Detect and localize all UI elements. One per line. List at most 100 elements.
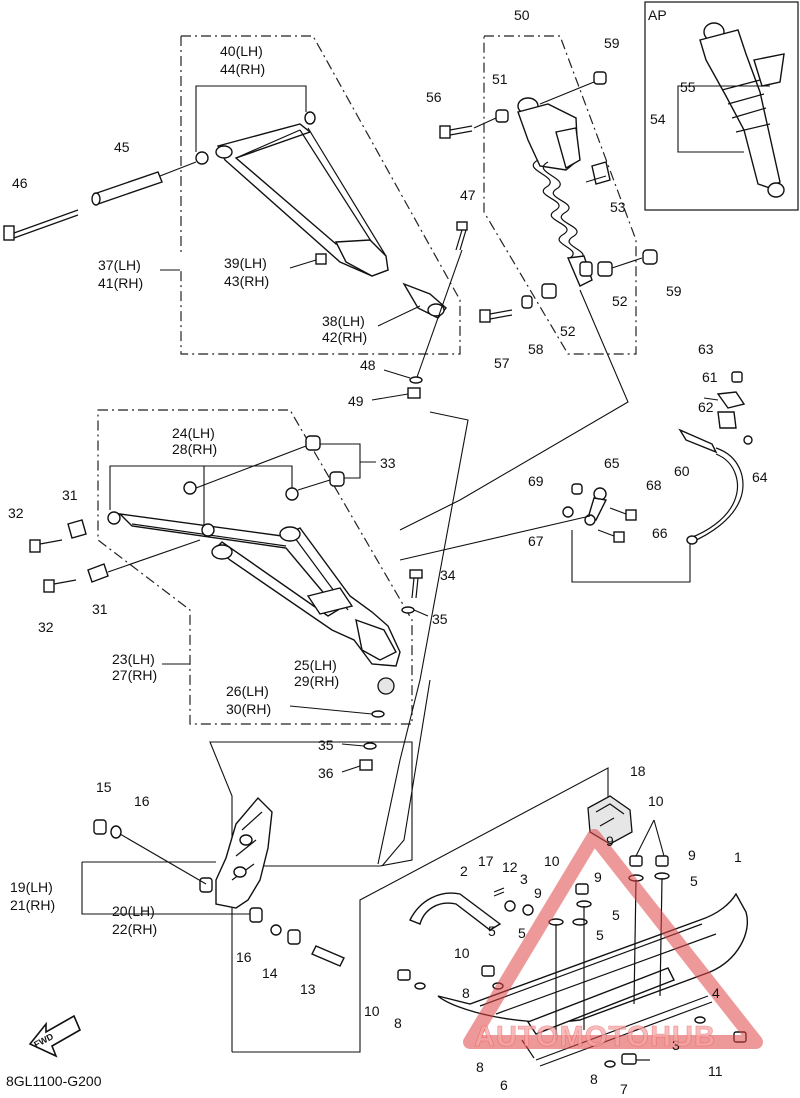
callout-4: 4 (712, 985, 720, 1001)
nut-49 (407, 387, 421, 399)
lead-45 (159, 161, 197, 177)
bolt-66 (597, 529, 625, 543)
callout-10: 10 (364, 1003, 380, 1019)
nut-39 (315, 253, 327, 265)
callout-22rh: 22(RH) (112, 921, 157, 937)
lead-48 (383, 369, 411, 379)
callout-10: 10 (454, 945, 470, 961)
cable-60 (678, 428, 744, 545)
callout-66: 66 (652, 525, 668, 541)
callout-35: 35 (432, 611, 448, 627)
nut-59-bottom (642, 249, 658, 265)
lead-35-b (341, 743, 365, 747)
lead-47 (415, 249, 463, 381)
callout-36: 36 (318, 765, 334, 781)
runner-4 (535, 995, 713, 1067)
callout-9: 9 (606, 833, 614, 849)
lead-38 (377, 305, 421, 327)
bolt-56 (439, 125, 473, 139)
ap-shock-54 (699, 22, 785, 198)
callout-21rh: 21(RH) (10, 897, 55, 913)
shock-absorber-50 (517, 97, 593, 287)
washer-35-top (401, 606, 415, 614)
callout-61: 61 (702, 369, 718, 385)
callout-35: 35 (318, 737, 334, 753)
ap-box (644, 1, 799, 211)
callout-19lh: 19(LH) (10, 879, 53, 895)
nut-33-a (305, 435, 321, 451)
callout-5: 5 (596, 927, 604, 943)
callout-69: 69 (528, 473, 544, 489)
lead-24 (109, 465, 293, 510)
bushing-24-d (285, 487, 299, 501)
collar-52-left (541, 283, 557, 299)
bushing-40-left (195, 151, 209, 165)
upper-arm-group-box (180, 35, 461, 355)
callout-3: 3 (672, 1037, 680, 1053)
callout-67: 67 (528, 533, 544, 549)
column-edge-right (381, 679, 431, 867)
shock-leader-long (399, 289, 629, 531)
collar-15 (93, 819, 107, 835)
callout-9: 9 (688, 847, 696, 863)
callout-31: 31 (62, 487, 78, 503)
shock-group-box (483, 35, 637, 355)
link-65 (584, 487, 608, 526)
lead-16-top (119, 833, 207, 885)
pin-13 (311, 945, 345, 967)
bushing-20-bottom (249, 907, 263, 923)
nut-33-b (329, 471, 345, 487)
upper-arm-37 (215, 123, 389, 277)
callout-8: 8 (590, 1071, 598, 1087)
spindle-outline (209, 741, 413, 1052)
lead-33-c (195, 445, 307, 489)
callout-34: 34 (440, 567, 456, 583)
callout-48: 48 (360, 357, 376, 373)
lead-59-bottom (611, 257, 643, 269)
washer-16-top (110, 825, 122, 839)
bolt-32-b (43, 579, 77, 593)
callout-51: 51 (492, 71, 508, 87)
callout-68: 68 (646, 477, 662, 493)
callout-37lh: 37(LH) (98, 257, 141, 273)
spindle-column (377, 411, 469, 865)
callout-59: 59 (666, 283, 682, 299)
lead-65-arm (399, 515, 591, 561)
callout-32: 32 (38, 619, 54, 635)
cap-62 (717, 411, 737, 429)
callout-12: 12 (502, 859, 518, 875)
lead-56 (473, 117, 497, 129)
bushing-40-right (304, 111, 316, 125)
callout-56: 56 (426, 89, 442, 105)
bush-52 (579, 261, 593, 277)
callout-5: 5 (690, 873, 698, 889)
lead-59-top (539, 81, 595, 105)
spindle-19 (215, 796, 273, 909)
collar-45 (91, 171, 163, 206)
bolt-68 (609, 507, 637, 521)
callout-23lh: 23(LH) (112, 651, 155, 667)
callout-16: 16 (134, 793, 150, 809)
callout-53: 53 (610, 199, 626, 215)
callout-8: 8 (476, 1059, 484, 1075)
lead-61 (703, 397, 719, 401)
callout-17: 17 (478, 853, 494, 869)
callout-47: 47 (460, 187, 476, 203)
bolt-57 (479, 309, 513, 323)
callout-8: 8 (394, 1015, 402, 1031)
sensor-61 (716, 371, 746, 409)
linkage-leader (571, 530, 691, 583)
callout-64: 64 (752, 469, 768, 485)
callout-40lh: 40(LH) (220, 43, 263, 59)
callout-14: 14 (262, 965, 278, 981)
callout-52: 52 (612, 293, 628, 309)
watermark-text: AUTOMOTOHUB (474, 1021, 716, 1053)
callout-5: 5 (488, 923, 496, 939)
callout-8: 8 (462, 985, 470, 1001)
callout-16: 16 (236, 949, 252, 965)
nut-36 (359, 759, 373, 771)
callout-26lh: 26(LH) (226, 683, 269, 699)
callout-18: 18 (630, 763, 646, 779)
